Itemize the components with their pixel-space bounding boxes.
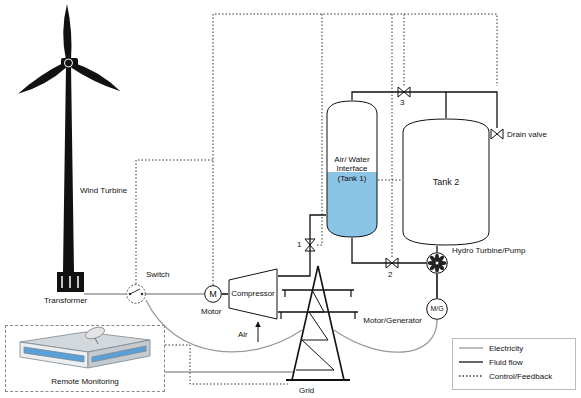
- fluid-pipe: [436, 274, 438, 298]
- valves: [305, 87, 503, 268]
- tank-2: Tank 2: [402, 118, 490, 246]
- air-inlet: [258, 322, 259, 342]
- callout-number: 2: [388, 270, 392, 279]
- legend-sample: [458, 371, 484, 381]
- node-text: Tank 2: [433, 177, 460, 187]
- part-label: Drain valve: [507, 130, 547, 139]
- monitoring-building: [20, 325, 150, 368]
- legend-text: Control/Feedback: [489, 372, 552, 381]
- node-caption: Switch: [146, 270, 170, 279]
- part-label: Grid: [299, 386, 314, 395]
- part-label: Wind Turbine: [80, 186, 127, 195]
- legend-entry: Fluid flow: [458, 357, 523, 367]
- transformer-symbol: [57, 272, 84, 292]
- callout-number: 1: [297, 240, 301, 249]
- callout-number: 3: [400, 98, 404, 107]
- motor-generator: M/GMotor/Generator: [426, 298, 448, 320]
- tank-1: Air/ Water Interface (Tank 1): [326, 100, 378, 238]
- remote-monitoring-box: Remote Monitoring: [5, 325, 165, 392]
- hydro-turbine: Hydro Turbine/Pump: [426, 252, 448, 274]
- switch-node-outline: [126, 284, 146, 304]
- node-text: Air/ Water Interface (Tank 1): [329, 155, 375, 183]
- node-text: Compressor: [231, 289, 275, 298]
- legend-sample: [458, 343, 484, 353]
- fluid-pipe: [436, 246, 437, 252]
- switch-node: Switch: [126, 284, 146, 304]
- motor-circle: MMotor: [204, 285, 222, 303]
- part-label: Air: [238, 330, 248, 339]
- electric-wire: [146, 293, 204, 294]
- legend-text: Electricity: [489, 344, 523, 353]
- fluid-pipe: [222, 293, 228, 295]
- node-text: Remote Monitoring: [51, 377, 119, 386]
- node-caption: Motor/Generator: [358, 316, 422, 325]
- node-text: M: [209, 289, 217, 299]
- grid-pylon: [278, 266, 358, 380]
- hydro-turbine-outline: [426, 252, 448, 274]
- legend-text: Fluid flow: [489, 358, 523, 367]
- legend-sample: [458, 357, 484, 367]
- control-lines: [136, 14, 497, 384]
- node-caption: Motor: [201, 307, 221, 316]
- compressor-box: Compressor: [228, 268, 278, 320]
- part-label: Transformer: [44, 296, 87, 305]
- wind-turbine: [16, 4, 122, 272]
- legend-entry: Electricity: [458, 343, 523, 353]
- legend-entry: Control/Feedback: [458, 371, 552, 381]
- fluid-pipe: [278, 215, 326, 276]
- node-caption: Hydro Turbine/Pump: [452, 246, 525, 255]
- node-text: M/G: [430, 305, 443, 313]
